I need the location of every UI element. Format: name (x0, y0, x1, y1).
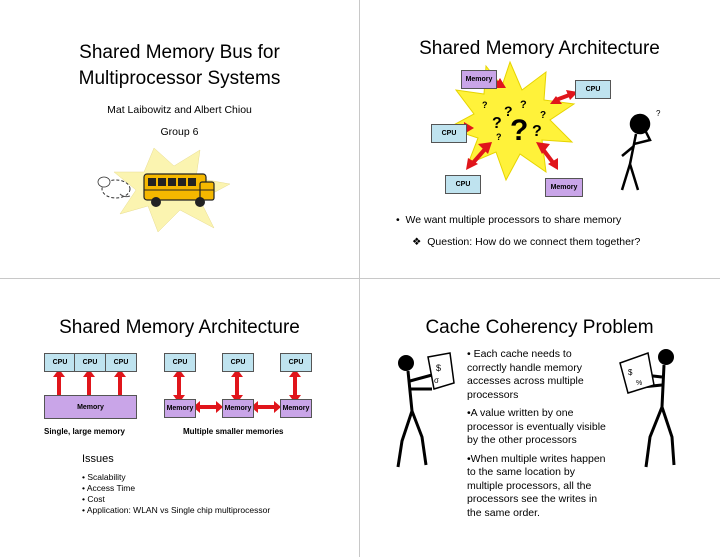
svg-text:?: ? (540, 110, 546, 121)
svg-text:σ: σ (434, 376, 439, 385)
memory-large-box: Memory (44, 395, 137, 419)
cpu-box-4: CPU (164, 353, 196, 372)
issue-item: • Access Time (82, 483, 136, 493)
person-with-document-icon-right: $ % (619, 349, 676, 468)
slide1-title-line1: Shared Memory Bus for (79, 42, 280, 63)
cpu-box-6: CPU (280, 353, 312, 372)
issues-list: • Scalability • Access Time • Cost • App… (82, 472, 270, 516)
issue-item: • Scalability (82, 472, 126, 482)
memory-small-box-1: Memory (164, 399, 196, 418)
slide3-title: Shared Memory Architecture (59, 317, 300, 338)
bullet-write-visible: •A value written by one processor is eve… (467, 407, 606, 446)
slide2-bullet2: ❖ Question: How do we connect them toget… (412, 236, 641, 248)
bullet-cache-handle: • Each cache needs to correctly handle m… (467, 348, 584, 401)
cpu-box-bottom: CPU (445, 175, 481, 194)
cpu-box-3: CPU (105, 353, 137, 372)
slide1-title: Shared Memory Bus for Multiprocessor Sys… (0, 40, 359, 92)
slide2-bullet1: • We want multiple processors to share m… (396, 214, 622, 226)
cpu-box-left: CPU (431, 124, 467, 143)
issue-item: • Application: WLAN vs Single chip multi… (82, 505, 271, 515)
svg-text:$: $ (436, 363, 441, 373)
slide1-authors: Mat Laibowitz and Albert Chiou (107, 104, 252, 116)
school-bus-clipart (97, 147, 231, 233)
cpu-box-2: CPU (74, 353, 106, 372)
horizontal-divider (0, 278, 720, 279)
cpu-box-right: CPU (575, 80, 611, 99)
caption-multiple-memories: Multiple smaller memories (183, 427, 284, 436)
svg-text:?: ? (492, 115, 502, 132)
slide1-title-line2: Multiprocessor Systems (78, 68, 281, 89)
issues-heading: Issues (82, 453, 114, 465)
memory-box-top: Memory (461, 70, 497, 89)
memory-box-bottom: Memory (545, 178, 583, 197)
slide-shared-memory-1: Shared Memory Architecture ? ? ? (360, 0, 719, 278)
svg-text:?: ? (656, 109, 661, 118)
svg-text:?: ? (520, 99, 527, 111)
slide-title: Shared Memory Bus for Multiprocessor Sys… (0, 0, 359, 278)
svg-text:$: $ (628, 368, 633, 377)
slide1-group: Group 6 (160, 126, 199, 138)
bullet-dot-icon: • (396, 214, 406, 226)
svg-text:?: ? (504, 103, 513, 119)
slide2-title: Shared Memory Architecture (419, 38, 660, 59)
caption-single-memory: Single, large memory (44, 427, 125, 436)
memory-small-box-2: Memory (222, 399, 254, 418)
slide-shared-memory-2: Shared Memory Architecture (0, 279, 359, 557)
person-with-document-icon: $ σ (396, 352, 455, 468)
thinking-person-icon (620, 113, 652, 191)
svg-text:?: ? (496, 132, 502, 142)
memory-small-box-3: Memory (280, 399, 312, 418)
svg-text:?: ? (510, 114, 528, 147)
diamond-bullet-icon: ❖ (412, 236, 428, 248)
issue-item: • Cost (82, 494, 105, 504)
slide4-body: • Each cache needs to correctly handle m… (467, 348, 627, 520)
cpu-box-1: CPU (44, 353, 76, 372)
slide-cache-coherency: Cache Coherency Problem $ σ $ % • Each c… (360, 279, 719, 557)
bullet-write-order: •When multiple writes happen to the same… (467, 452, 606, 519)
svg-text:%: % (636, 380, 642, 387)
svg-text:?: ? (532, 123, 542, 140)
svg-text:?: ? (482, 100, 488, 110)
slide4-title: Cache Coherency Problem (425, 317, 654, 338)
cpu-box-5: CPU (222, 353, 254, 372)
